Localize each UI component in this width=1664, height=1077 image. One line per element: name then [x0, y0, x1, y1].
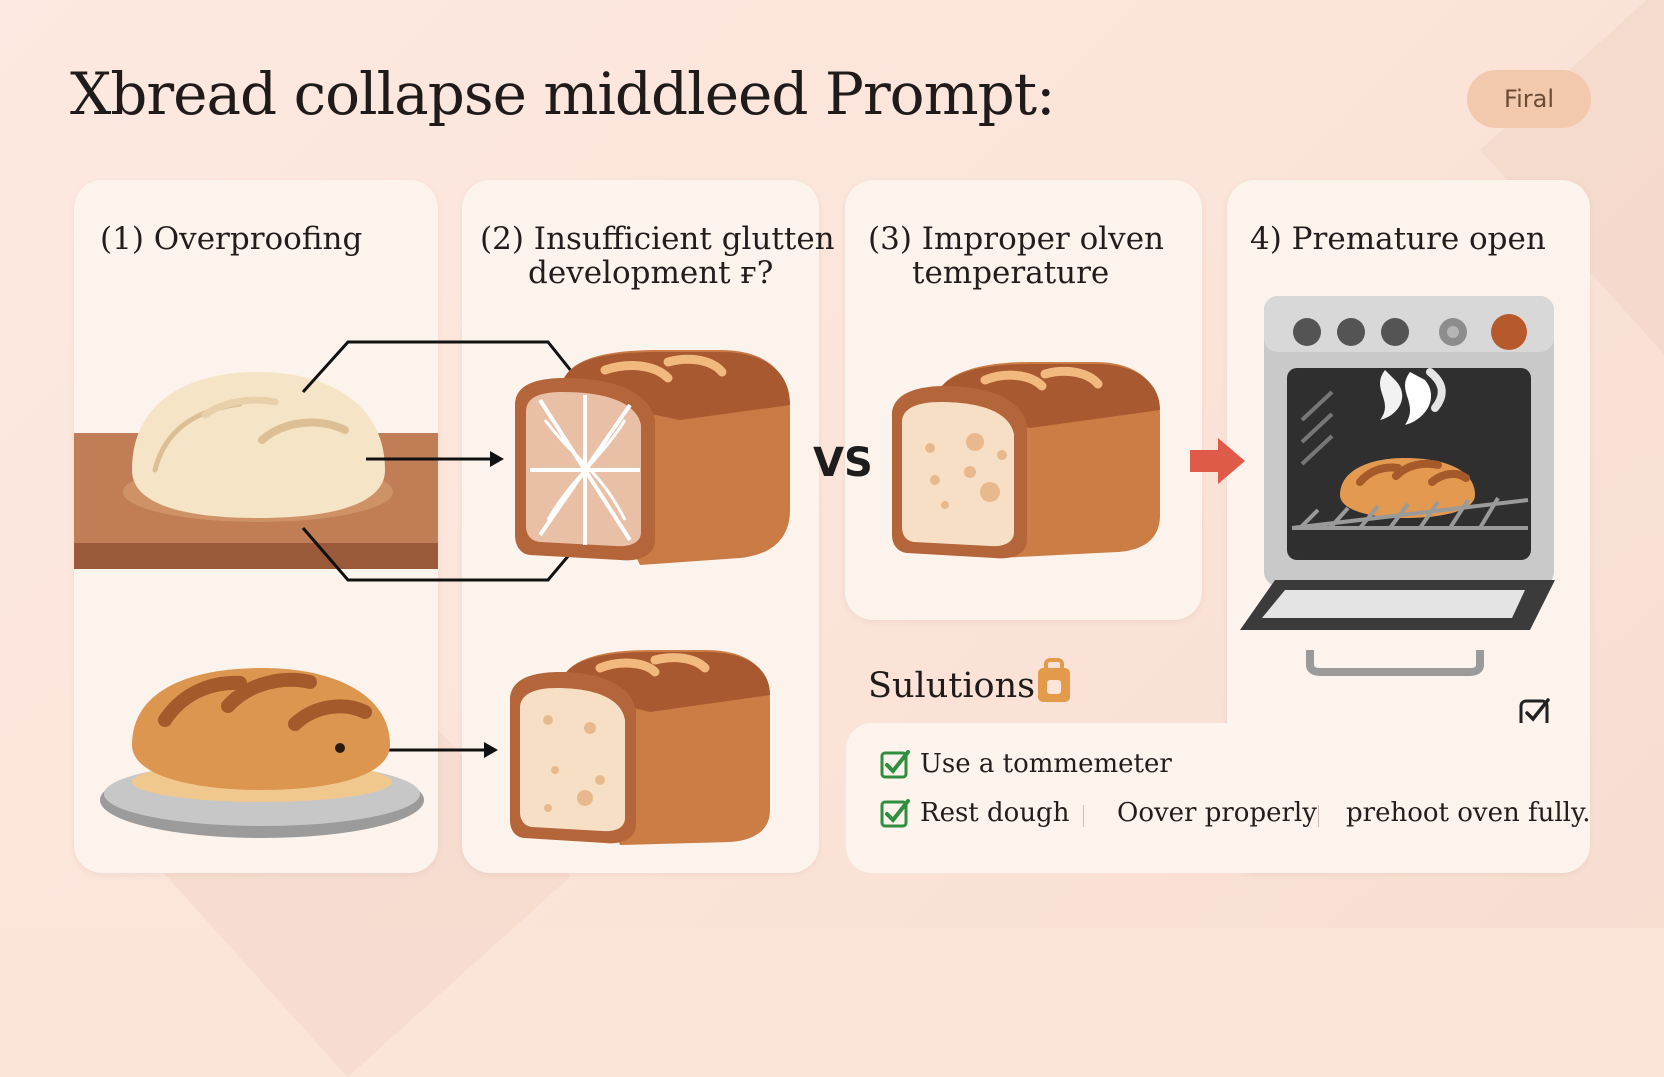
panel-label: (3) Improper olven	[868, 221, 1164, 257]
checkbox-icon[interactable]	[880, 749, 910, 779]
oven-icon	[1240, 296, 1555, 676]
solutions-list	[846, 723, 1586, 873]
connector-bracket	[301, 340, 582, 758]
panel-label: development ғ?	[528, 255, 774, 291]
temperature-loaf-illustration	[892, 362, 1160, 559]
separator	[1318, 805, 1319, 827]
dough-on-board-illustration	[74, 372, 438, 569]
panel-label: (1) Overproofing	[100, 221, 363, 257]
separator	[1083, 805, 1084, 827]
panel-label: (2) Insufficient glutten	[480, 221, 835, 257]
solutions-title: Sulutions:	[868, 666, 1047, 706]
status-badge[interactable]: Firal	[1467, 70, 1591, 128]
clipboard-icon	[1038, 658, 1070, 702]
loaf-gluten-illustration	[515, 350, 790, 565]
solution-item: Oover properly	[1117, 798, 1317, 828]
sliced-loaf-illustration	[510, 650, 770, 845]
panel-label: temperature	[912, 255, 1110, 291]
checkbox-icon[interactable]	[880, 798, 910, 828]
solution-item: Rest dough	[920, 798, 1070, 828]
solution-item: Use a tommemeter	[920, 749, 1172, 779]
solution-item: prehoot oven fully.	[1346, 798, 1591, 828]
page-title: Xbread collapse middleed Prompt:	[70, 60, 1056, 128]
arrow-right-icon	[1190, 438, 1245, 484]
round-loaf-illustration	[100, 668, 424, 838]
vs-label: VS	[813, 440, 873, 486]
panel-label: 4) Premature open	[1250, 221, 1546, 257]
